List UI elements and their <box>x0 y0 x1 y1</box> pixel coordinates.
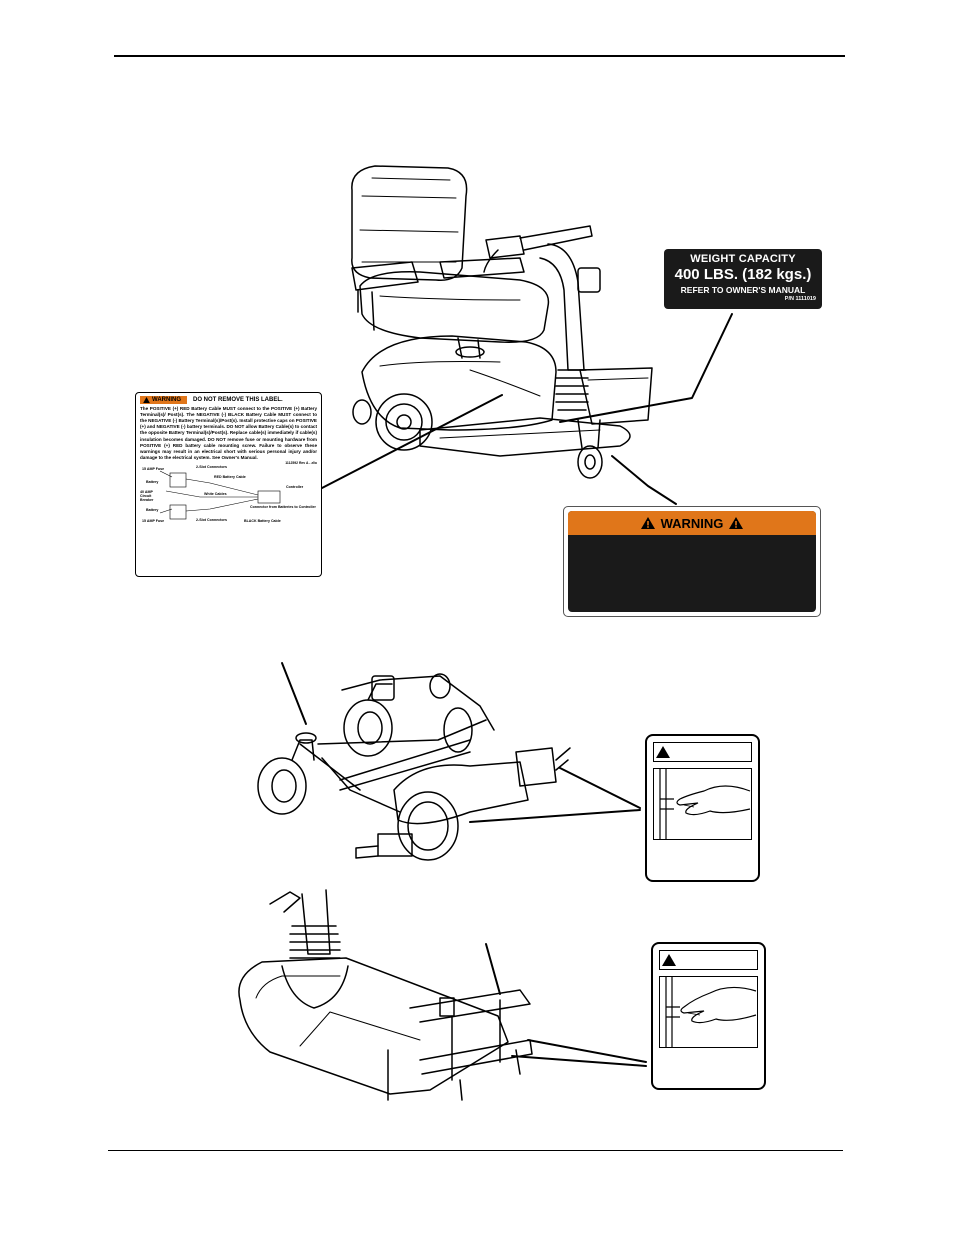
pinch-warning-label-frame <box>651 942 766 1090</box>
pinch-hand-drawing <box>665 977 757 1047</box>
wiring-battery-bottom: Battery <box>146 507 159 512</box>
pinch-hand-icon <box>659 976 758 1048</box>
front-frame-drawing <box>238 889 533 1101</box>
bottom-rule <box>108 1150 843 1151</box>
warning-triangle-icon <box>729 517 744 529</box>
pinch-hand-drawing <box>659 769 751 839</box>
wiring-black-cable: BLACK Battery Cable <box>244 518 281 523</box>
weight-label-line2: 400 LBS. (182 kgs.) <box>674 266 812 283</box>
battery-warning-chip: WARNING <box>140 396 187 405</box>
wiring-red-cable: RED Battery Cable <box>214 474 246 479</box>
wiring-fuse-bottom: 15 AMP Fuse <box>142 518 165 523</box>
scooter-drawing <box>351 165 653 479</box>
weight-capacity-label: WEIGHT CAPACITY 400 LBS. (182 kgs.) REFE… <box>664 249 822 309</box>
warning-triangle-icon <box>662 954 676 966</box>
pinch-warning-band <box>659 950 758 970</box>
weight-label-line1: WEIGHT CAPACITY <box>690 253 796 265</box>
big-warning-title: WARNING <box>660 515 724 531</box>
top-rule <box>114 55 845 57</box>
warning-triangle-icon <box>143 397 150 404</box>
wiring-white-cables: White Cables <box>204 491 227 496</box>
pinch-warning-band <box>653 742 752 762</box>
big-warning-panel: WARNING <box>568 511 816 612</box>
big-warning-bar: WARNING <box>568 511 816 535</box>
wiring-lines <box>159 470 281 520</box>
drive-assembly-drawing <box>257 673 571 861</box>
battery-label-header-text: DO NOT REMOVE THIS LABEL. <box>193 397 283 403</box>
wiring-connectors-top: 2-Slot Connectors <box>196 464 227 469</box>
leader-lines-top <box>321 313 733 505</box>
pinch-warning-label-drive <box>645 734 760 882</box>
weight-label-part-number: P/N 1111019 <box>784 296 816 302</box>
weight-label-line3: REFER TO OWNER'S MANUAL <box>680 285 806 295</box>
leader-lines-bottom <box>485 943 647 1067</box>
pinch-hand-icon <box>653 768 752 840</box>
wiring-fuse-top: 15 AMP Fuse <box>142 466 165 471</box>
warning-triangle-icon <box>656 746 670 758</box>
battery-label-part-number: 1112592 Rev A - z0o <box>285 460 317 465</box>
wiring-battery-top: Battery <box>146 479 159 484</box>
big-warning-label: WARNING <box>563 506 821 617</box>
leader-lines-middle <box>281 662 641 823</box>
wiring-controller: Controller <box>286 484 304 489</box>
battery-warning-chip-text: WARNING <box>152 397 181 403</box>
battery-wiring-diagram: 15 AMP Fuse 2-Slot Connectors RED Batter… <box>140 464 317 527</box>
wiring-connector-to-controller: Connector from Batteries to Controller <box>250 504 316 509</box>
warning-triangle-icon <box>640 517 655 529</box>
wiring-breaker: 40 AMP Circuit Breaker <box>140 489 154 502</box>
battery-warning-label: WARNING DO NOT REMOVE THIS LABEL. The PO… <box>135 392 322 577</box>
battery-label-body: The POSITIVE (+) RED Battery Cable MUST … <box>140 406 317 460</box>
wiring-connectors-bottom: 2-Slot Connectors <box>196 517 227 522</box>
battery-label-header: WARNING DO NOT REMOVE THIS LABEL. <box>140 396 317 405</box>
